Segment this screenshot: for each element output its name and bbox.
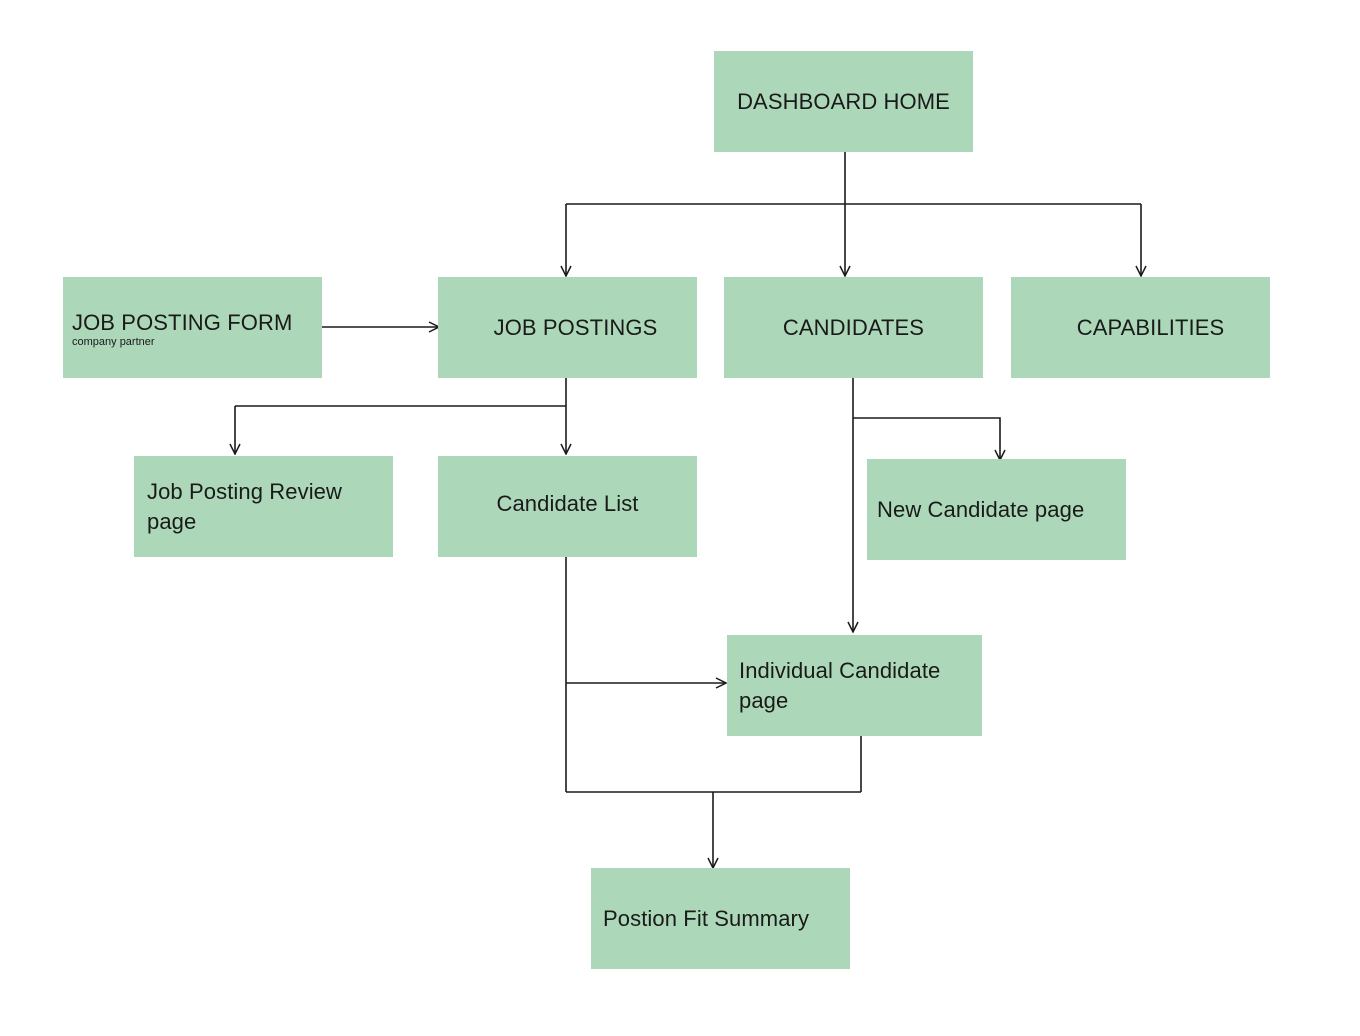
node-candidates: CANDIDATES — [724, 277, 983, 378]
node-label: Job Posting Review page — [147, 478, 343, 534]
node-label: CANDIDATES — [782, 314, 925, 340]
node-position-fit-summary: Postion Fit Summary — [591, 868, 850, 969]
node-label: CAPABILITIES — [1076, 314, 1225, 340]
edge-candidates-to-new-candidate — [853, 417, 1000, 460]
node-dashboard-home: DASHBOARD HOME — [714, 51, 973, 152]
node-individual-candidate-page: Individual Candidate page — [727, 635, 982, 736]
node-label: New Candidate page — [877, 496, 1085, 522]
node-job-posting-form: JOB POSTING FORM company partner — [63, 277, 322, 378]
node-capabilities: CAPABILITIES — [1011, 277, 1270, 378]
node-label: Individual Candidate page — [739, 657, 941, 713]
node-label: DASHBOARD HOME — [737, 88, 950, 114]
node-job-posting-review: Job Posting Review page — [134, 456, 393, 557]
node-job-postings: JOB POSTINGS — [438, 277, 697, 378]
node-candidate-list: Candidate List — [438, 456, 697, 557]
node-label: JOB POSTING FORM — [72, 309, 293, 335]
node-label: Candidate List — [496, 490, 639, 516]
node-sublabel: company partner — [72, 335, 155, 348]
node-label: JOB POSTINGS — [493, 314, 658, 340]
node-label: Postion Fit Summary — [603, 905, 810, 931]
node-new-candidate-page: New Candidate page — [867, 459, 1126, 560]
